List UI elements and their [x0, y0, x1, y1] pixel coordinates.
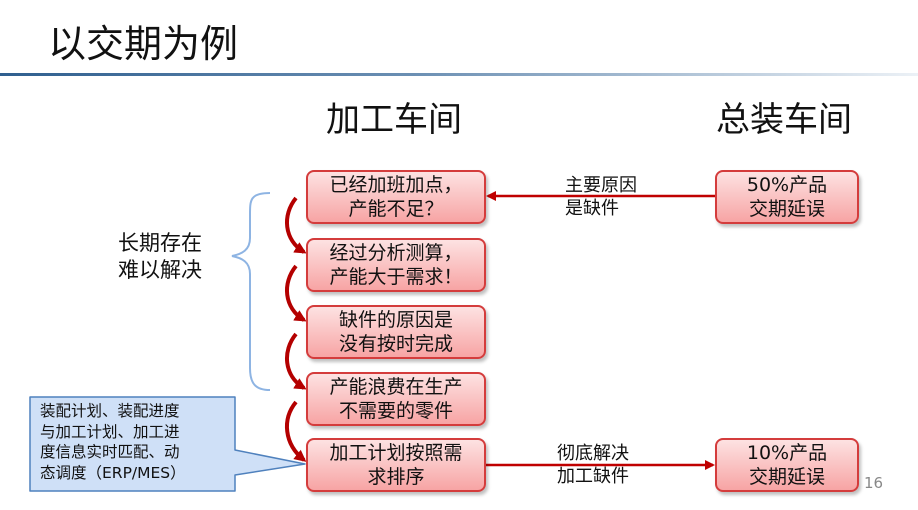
- chain-box-line: 产能不足？: [348, 198, 444, 220]
- arrow-label-line: 彻底解决: [557, 443, 629, 464]
- chain-box-line: 求排序: [367, 466, 425, 488]
- assembly-box-line: 交期延误: [748, 466, 825, 488]
- callout-text: 装配计划、装配进度 与加工计划、加工进 度信息实时匹配、动 态调度（ERP/ME…: [40, 401, 232, 483]
- chain-box-overtime: 已经加班加点， 产能不足？: [306, 170, 486, 224]
- page-number: 16: [864, 474, 884, 492]
- chain-arrow-3: [284, 332, 307, 390]
- chain-arrow-4: [284, 400, 307, 462]
- grouping-brace: [231, 192, 271, 391]
- side-label-line-2: 难以解决: [118, 258, 202, 282]
- assembly-workshop-header: 总装车间: [716, 100, 852, 140]
- assembly-box-line: 10%产品: [746, 442, 828, 464]
- assembly-box-line: 交期延误: [748, 198, 825, 220]
- title-underline: [0, 73, 918, 76]
- chain-box-line: 经过分析测算，: [329, 242, 463, 264]
- callout-line: 态调度（ERP/MES）: [40, 463, 186, 482]
- long-standing-label: 长期存在 难以解决: [104, 230, 216, 284]
- chain-arrow-2: [284, 264, 307, 322]
- callout-line: 度信息实时匹配、动: [40, 443, 180, 461]
- callout-line: 与加工计划、加工进: [40, 422, 180, 441]
- chain-box-waste: 产能浪费在生产 不需要的零件: [306, 372, 486, 426]
- arrow-label-line: 加工缺件: [557, 466, 629, 487]
- assembly-box-50-percent: 50%产品 交期延误: [715, 170, 859, 224]
- assembly-box-10-percent: 10%产品 交期延误: [715, 438, 859, 492]
- chain-box-line: 产能浪费在生产: [329, 376, 463, 398]
- cause-arrow-label: 主要原因 是缺件: [565, 174, 637, 220]
- chain-box-line: 没有按时完成: [338, 333, 453, 355]
- chain-box-line: 缺件的原因是: [338, 309, 453, 331]
- arrow-label-line: 主要原因: [565, 175, 637, 196]
- chain-box-line: 产能大于需求！: [329, 266, 463, 288]
- chain-box-analysis: 经过分析测算， 产能大于需求！: [306, 238, 486, 292]
- chain-box-line: 已经加班加点，: [329, 174, 463, 196]
- assembly-box-line: 50%产品: [746, 174, 828, 196]
- chain-box-line: 加工计划按照需: [329, 442, 463, 464]
- callout-bubble: [29, 396, 306, 492]
- arrow-label-line: 是缺件: [565, 198, 619, 219]
- chain-box-solution: 加工计划按照需 求排序: [306, 438, 486, 492]
- callout-line: 装配计划、装配进度: [40, 402, 180, 420]
- chain-arrow-1: [284, 196, 307, 254]
- chain-box-shortage-cause: 缺件的原因是 没有按时完成: [306, 305, 486, 359]
- slide-title: 以交期为例: [48, 22, 239, 66]
- chain-box-line: 不需要的零件: [338, 400, 453, 422]
- solution-arrow-label: 彻底解决 加工缺件: [557, 442, 629, 488]
- machining-workshop-header: 加工车间: [326, 100, 462, 140]
- side-label-line-1: 长期存在: [118, 231, 202, 255]
